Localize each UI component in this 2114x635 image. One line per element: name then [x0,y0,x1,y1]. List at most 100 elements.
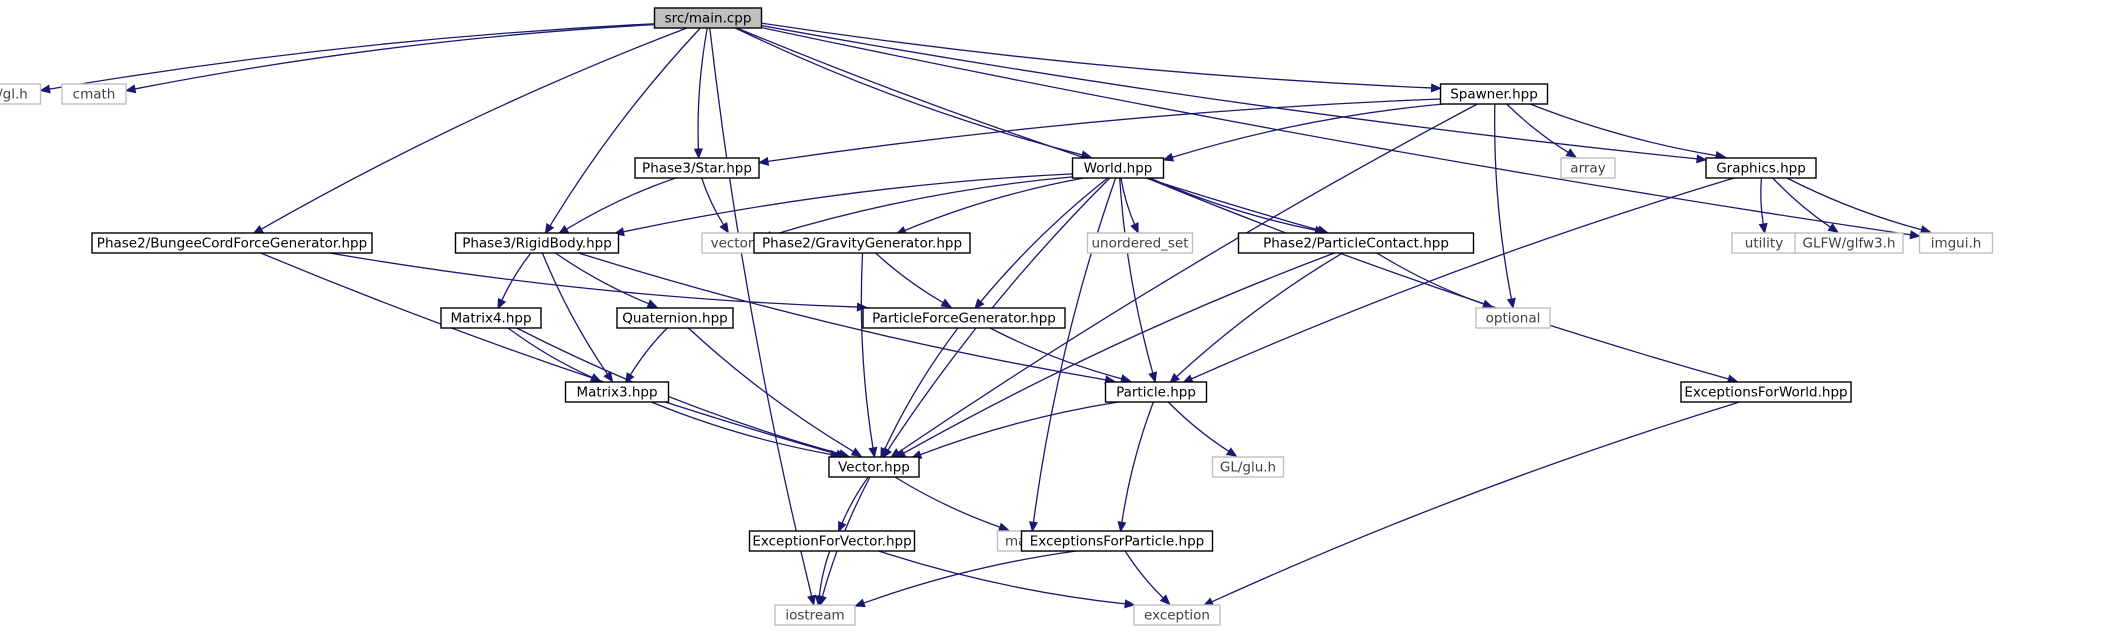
edge-line [894,476,1001,528]
edge-exvector-to-exception [878,550,1136,609]
node-label: Vector.hpp [838,460,910,476]
node-contact[interactable]: Phase2/ParticleContact.hpp [1237,232,1475,254]
edge-rigid-to-matrix3 [541,252,614,383]
node-label: ExceptionsForWorld.hpp [1684,385,1847,401]
node-label: vector [711,236,754,252]
edge-world-to-exworld [1146,177,1739,384]
edge-exparticle-to-exception [1124,550,1171,606]
edge-line [260,252,838,455]
edge-graphics-to-utility [1758,177,1768,235]
node-label: array [1570,161,1605,177]
node-vectorhpp[interactable]: Vector.hpp [828,456,920,478]
node-label: src/main.cpp [665,11,752,27]
arrowhead-icon [814,595,824,607]
node-world[interactable]: World.hpp [1071,157,1165,179]
edge-spawner-to-optional [1494,103,1516,310]
node-box [774,604,856,626]
edge-line [697,27,708,150]
node-glfw: GLFW/glfw3.h [1794,232,1904,254]
node-exvector[interactable]: ExceptionForVector.hpp [748,530,916,552]
node-box [1439,83,1549,105]
edge-main-to-iostream [709,27,816,607]
arrowhead-icon [974,298,985,310]
edge-main-to-glh [39,23,655,94]
arrowhead-icon [124,84,137,94]
node-matrix3[interactable]: Matrix3.hpp [564,381,670,403]
edge-rigid-to-matrix4 [497,252,532,310]
edge-line [701,177,725,226]
arrowhead-icon [1130,222,1139,234]
arrowhead-icon [1159,594,1171,606]
edge-graphics-to-particle [1182,177,1735,384]
edge-line [1211,401,1740,603]
node-exparticle[interactable]: ExceptionsForParticle.hpp [1020,530,1214,552]
node-label: Graphics.hpp [1716,161,1806,177]
node-rigid[interactable]: Phase3/RigidBody.hpp [454,232,620,254]
edge-world-to-unordered [1120,177,1139,234]
arrowhead-icon [39,84,51,94]
edge-line [761,22,1432,89]
node-label: exception [1144,608,1210,624]
node-label: utility [1745,236,1783,252]
node-particle[interactable]: Particle.hpp [1104,381,1208,403]
node-utility: utility [1731,232,1797,254]
node-star[interactable]: Phase3/Star.hpp [634,157,760,179]
arrowhead-icon [603,371,614,383]
edge-contact-to-optional [1376,252,1494,309]
node-spawner[interactable]: Spawner.hpp [1439,83,1549,105]
node-label: ExceptionForVector.hpp [752,534,911,550]
node-pfg[interactable]: ParticleForceGenerator.hpp [862,307,1066,329]
node-label: Phase2/GravityGenerator.hpp [762,236,962,252]
node-graphics[interactable]: Graphics.hpp [1705,157,1817,179]
node-label: unordered_set [1091,236,1188,252]
edge-graphics-to-imgui [1786,177,1932,235]
node-box [1237,232,1475,254]
node-vector: vector [701,232,763,254]
arrowhead-icon [1225,447,1238,457]
node-bungee[interactable]: Phase2/BungeeCordForceGenerator.hpp [91,232,373,254]
edge-main-to-cmath [124,23,655,94]
node-exworld[interactable]: ExceptionsForWorld.hpp [1680,381,1852,403]
arrowhead-icon [497,297,507,310]
edge-main-to-contact [736,27,1329,235]
node-box [1918,232,1994,254]
edge-line [904,177,1084,232]
node-box [1705,157,1817,179]
arrowhead-icon [850,447,863,457]
arrowhead-icon [1758,222,1768,235]
edge-line [566,177,676,230]
edge-line [884,327,959,450]
node-iostream: iostream [774,604,856,626]
node-cmath: cmath [61,83,127,105]
node-quat[interactable]: Quaternion.hpp [616,307,734,329]
edge-line [709,27,813,597]
node-main[interactable]: src/main.cpp [653,7,763,29]
node-label: Particle.hpp [1116,385,1196,401]
edge-world-to-mathh [1029,177,1117,533]
node-label: Phase3/Star.hpp [642,161,752,177]
node-exception: exception [1133,604,1221,626]
edge-line [1494,103,1513,300]
node-box [862,307,1066,329]
edge-line [878,550,1126,605]
edge-gravity-to-vectorhpp [860,252,878,459]
edge-line [651,401,832,456]
edge-line [1529,103,1717,157]
node-box [91,232,373,254]
edge-particle-to-vectorhpp [910,401,1119,459]
node-box [616,307,734,329]
edge-line [623,173,1073,233]
node-label: cmath [73,87,116,103]
node-label: Phase3/RigidBody.hpp [462,236,612,252]
node-gravity[interactable]: Phase2/GravityGenerator.hpp [753,232,971,254]
node-box [1071,157,1165,179]
node-matrix4[interactable]: Matrix4.hpp [440,307,542,329]
edge-line [1167,401,1230,452]
edge-main-to-graphics [761,24,1708,164]
edge-line [863,550,1077,604]
node-imgui: imgui.h [1918,232,1994,254]
edge-line [818,550,831,597]
edge-graphics-to-glfw [1772,177,1839,233]
edge-line [134,23,655,90]
edge-line [1172,103,1444,158]
